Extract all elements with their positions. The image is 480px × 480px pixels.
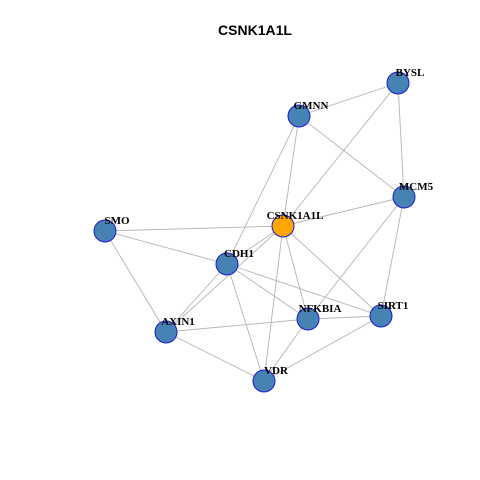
node-nfkbia[interactable] (296, 307, 320, 331)
edge-smo-axin1 (104, 230, 167, 333)
node-mcm5[interactable] (392, 185, 416, 209)
node-label-csnk1a1l: CSNK1A1L (267, 210, 324, 222)
node-sirt1[interactable] (369, 304, 393, 328)
edge-axin1-nfkbia (165, 318, 309, 333)
edge-mcm5-csnk1a1l (282, 196, 405, 227)
edge-smo-cdh1 (104, 230, 228, 265)
node-axin1[interactable] (154, 320, 178, 344)
edge-csnk1a1l-axin1 (165, 225, 284, 333)
edge-csnk1a1l-vdr (263, 225, 284, 382)
node-csnk1a1l[interactable] (271, 214, 295, 238)
edge-gmnn-csnk1a1l (282, 115, 300, 227)
diagram-title: CSNK1A1L (218, 22, 292, 38)
node-bysl[interactable] (386, 71, 410, 95)
edge-smo-csnk1a1l (104, 225, 284, 232)
edge-gmnn-mcm5 (298, 115, 405, 198)
edge-cdh1-vdr (226, 263, 265, 382)
node-label-smo: SMO (104, 215, 130, 227)
edge-nfkbia-vdr (263, 318, 309, 382)
node-label-bysl: BYSL (396, 67, 425, 79)
edge-csnk1a1l-nfkbia (282, 225, 309, 320)
node-cdh1[interactable] (215, 252, 239, 276)
node-label-sirt1: SIRT1 (378, 300, 409, 312)
node-label-mcm5: MCM5 (399, 181, 434, 193)
edge-cdh1-axin1 (165, 263, 228, 333)
edge-mcm5-nfkbia (307, 196, 405, 320)
node-label-vdr: VDR (264, 365, 289, 377)
node-label-gmnn: GMNN (294, 100, 329, 112)
edge-nfkbia-sirt1 (307, 315, 382, 320)
edge-bysl-mcm5 (397, 82, 405, 198)
node-vdr[interactable] (252, 369, 276, 393)
node-gmnn[interactable] (287, 104, 311, 128)
edge-csnk1a1l-sirt1 (282, 225, 382, 317)
edge-layer (104, 82, 405, 382)
edge-mcm5-sirt1 (380, 196, 405, 317)
edge-cdh1-nfkbia (226, 263, 309, 320)
node-smo[interactable] (93, 219, 117, 243)
edge-gmnn-cdh1 (226, 115, 300, 265)
edge-axin1-vdr (165, 331, 265, 382)
edge-bysl-csnk1a1l (282, 82, 399, 227)
edge-cdh1-sirt1 (226, 263, 382, 317)
node-label-axin1: AXIN1 (161, 316, 195, 328)
node-label-nfkbia: NFKBIA (299, 303, 342, 315)
node-label-cdh1: CDH1 (224, 248, 254, 260)
edge-sirt1-vdr (263, 315, 382, 382)
node-layer (93, 71, 416, 393)
edge-gmnn-bysl (298, 82, 399, 117)
